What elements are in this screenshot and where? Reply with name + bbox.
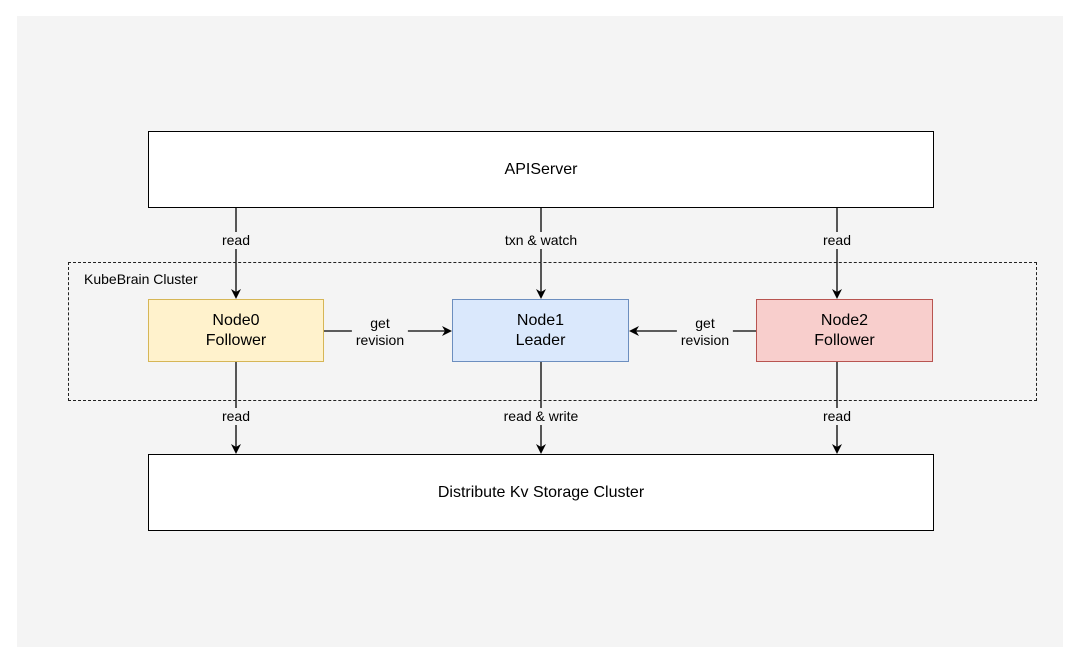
cluster-label: KubeBrain Cluster <box>84 271 198 287</box>
edge-label-bottom-center: read & write <box>499 408 583 425</box>
edge-label-left-mid-line2: revision <box>355 332 405 348</box>
edge-label-top-center: txn & watch <box>500 232 582 249</box>
node2-box: Node2 Follower <box>756 299 933 362</box>
edge-label-left-mid-line1: get <box>370 315 390 331</box>
node0-role: Follower <box>205 331 267 349</box>
edge-label-left-mid: get revision <box>351 315 409 349</box>
edge-label-bottom-left: read <box>217 408 255 425</box>
edge-label-bottom-right: read <box>818 408 856 425</box>
node1-name: Node1 <box>516 311 565 329</box>
edge-label-top-right: read <box>818 232 856 249</box>
apiserver-label: APIServer <box>504 160 578 178</box>
node2-role: Follower <box>814 331 875 349</box>
edge-label-right-mid: get revision <box>676 315 734 349</box>
node1-box: Node1 Leader <box>452 299 629 362</box>
storage-box: Distribute Kv Storage Cluster <box>148 454 934 531</box>
kubebrain-cluster-boundary <box>68 262 1037 401</box>
node1-role: Leader <box>515 331 566 349</box>
node2-name: Node2 <box>820 311 869 329</box>
edge-label-top-left: read <box>217 232 255 249</box>
node0-box: Node0 Follower <box>148 299 324 362</box>
edge-label-right-mid-line1: get <box>695 315 715 331</box>
storage-label: Distribute Kv Storage Cluster <box>437 483 645 501</box>
apiserver-box: APIServer <box>148 131 934 208</box>
edge-label-right-mid-line2: revision <box>680 332 730 348</box>
node0-name: Node0 <box>212 311 260 329</box>
